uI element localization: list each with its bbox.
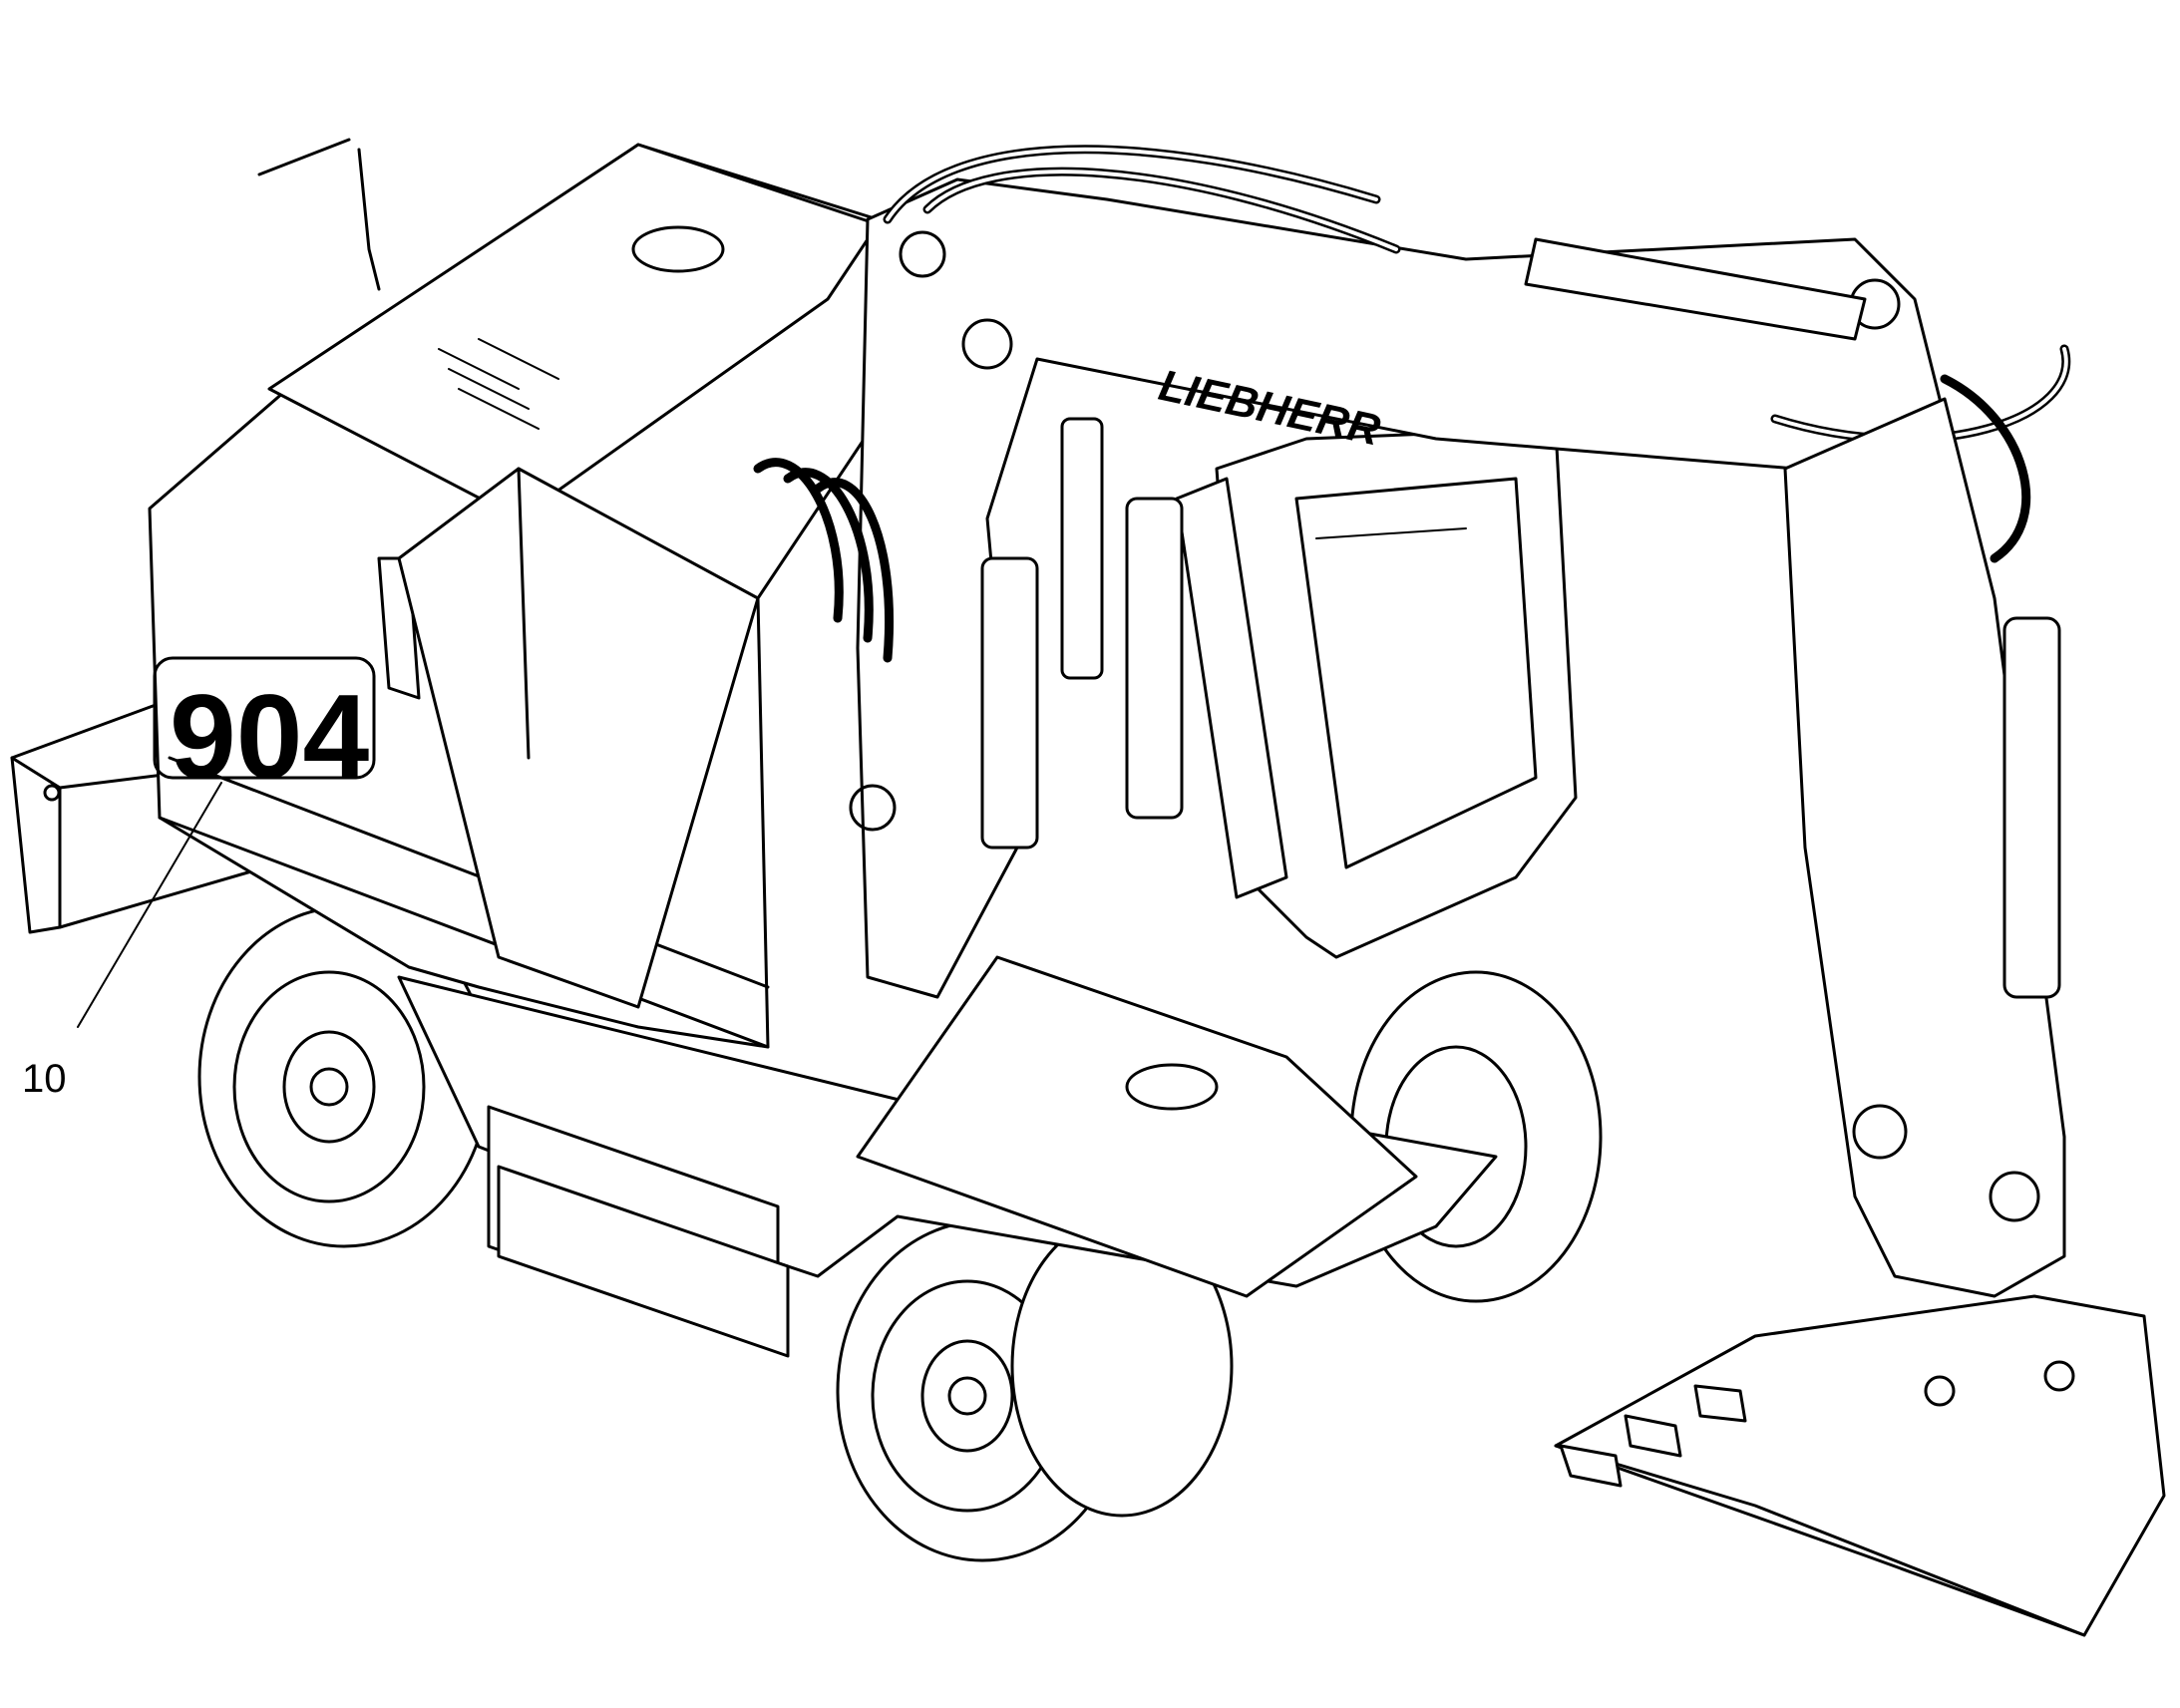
model-number-text: 904 <box>170 670 369 804</box>
bucket <box>1554 1294 2166 1637</box>
upper-structure <box>148 138 880 1049</box>
undercarriage <box>397 955 1498 1358</box>
boom-cylinders <box>980 417 1184 850</box>
callout-10-leader <box>77 782 222 1028</box>
stick-arm <box>1783 397 2066 1298</box>
model-decal: 904 <box>153 656 376 804</box>
operator-cab <box>1175 427 1578 959</box>
stick-cylinder <box>1524 237 1867 341</box>
callout-label-10: 10 <box>22 1057 67 1101</box>
